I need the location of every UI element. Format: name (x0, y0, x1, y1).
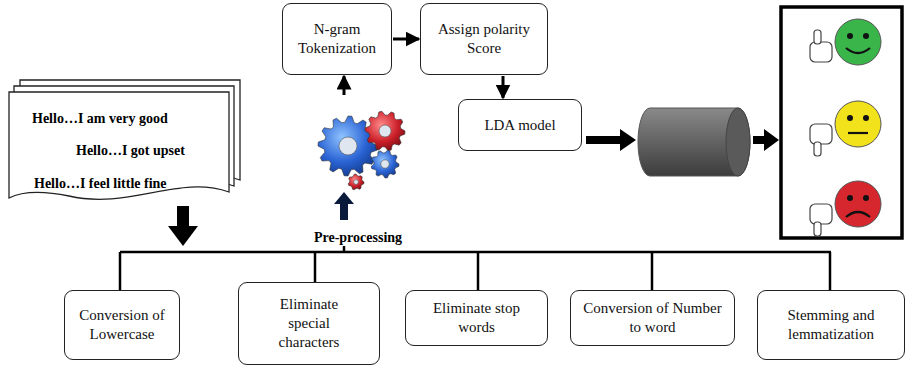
bracket (120, 246, 831, 290)
process-box: Conversion of Number to word (570, 290, 735, 346)
process-box: Assign polarity Score (420, 3, 548, 75)
box-label: N-gram Tokenization (289, 20, 385, 58)
gear-hub (354, 180, 359, 185)
stage-label: Pre-processing (296, 230, 420, 246)
right-arrow (753, 129, 779, 151)
sentiment-faces (810, 19, 881, 236)
thumb (814, 222, 821, 236)
mouth (848, 132, 868, 134)
document-stack: Hello…I am very goodHello…I got upsetHel… (8, 78, 244, 206)
gear (348, 174, 364, 190)
face (835, 101, 881, 147)
gear-hub (381, 160, 389, 168)
database-cylinder (638, 108, 750, 176)
gear-hub (339, 137, 357, 155)
hand (810, 42, 832, 62)
box-label: Assign polarity Score (428, 20, 540, 58)
process-box: Conversion of Lowercase (64, 290, 180, 360)
mouth (846, 212, 870, 217)
face (835, 19, 881, 65)
up-arrow (334, 192, 354, 220)
box-label: Stemming and lemmatization (776, 306, 886, 344)
process-box: Eliminate special characters (238, 282, 380, 365)
flow-arrow (502, 76, 505, 98)
box-label: Conversion of Lowercase (72, 306, 172, 344)
flow-arrow (393, 38, 419, 41)
down-arrow (168, 206, 198, 246)
gear (318, 116, 378, 176)
gears-icon (296, 96, 420, 226)
gear-hub (379, 125, 391, 137)
right-arrow (586, 129, 636, 151)
thumb (814, 30, 821, 44)
sentiment-panel (781, 7, 902, 238)
box-label: LDA model (465, 116, 575, 135)
process-box: Eliminate stop words (405, 290, 548, 346)
thumb (814, 142, 821, 156)
flow-arrow (343, 76, 346, 95)
gear (371, 150, 399, 178)
box-label: Conversion of Number to word (583, 299, 723, 337)
mouth (846, 48, 870, 53)
message-text: Hello…I am very good (32, 111, 168, 127)
process-box: LDA model (458, 99, 582, 151)
preprocessing-gears: Pre-processing (296, 96, 420, 246)
message-text: Hello…I feel little fine (34, 176, 167, 192)
gear (365, 111, 405, 151)
face (835, 181, 881, 227)
hand (810, 124, 832, 144)
process-box: Stemming and lemmatization (757, 290, 905, 360)
box-label: Eliminate stop words (422, 299, 532, 337)
message-text: Hello…I got upset (76, 143, 185, 159)
box-label: Eliminate special characters (259, 295, 359, 351)
hand (810, 204, 832, 224)
document-sheet (9, 92, 229, 199)
process-box: N-gram Tokenization (282, 3, 392, 75)
